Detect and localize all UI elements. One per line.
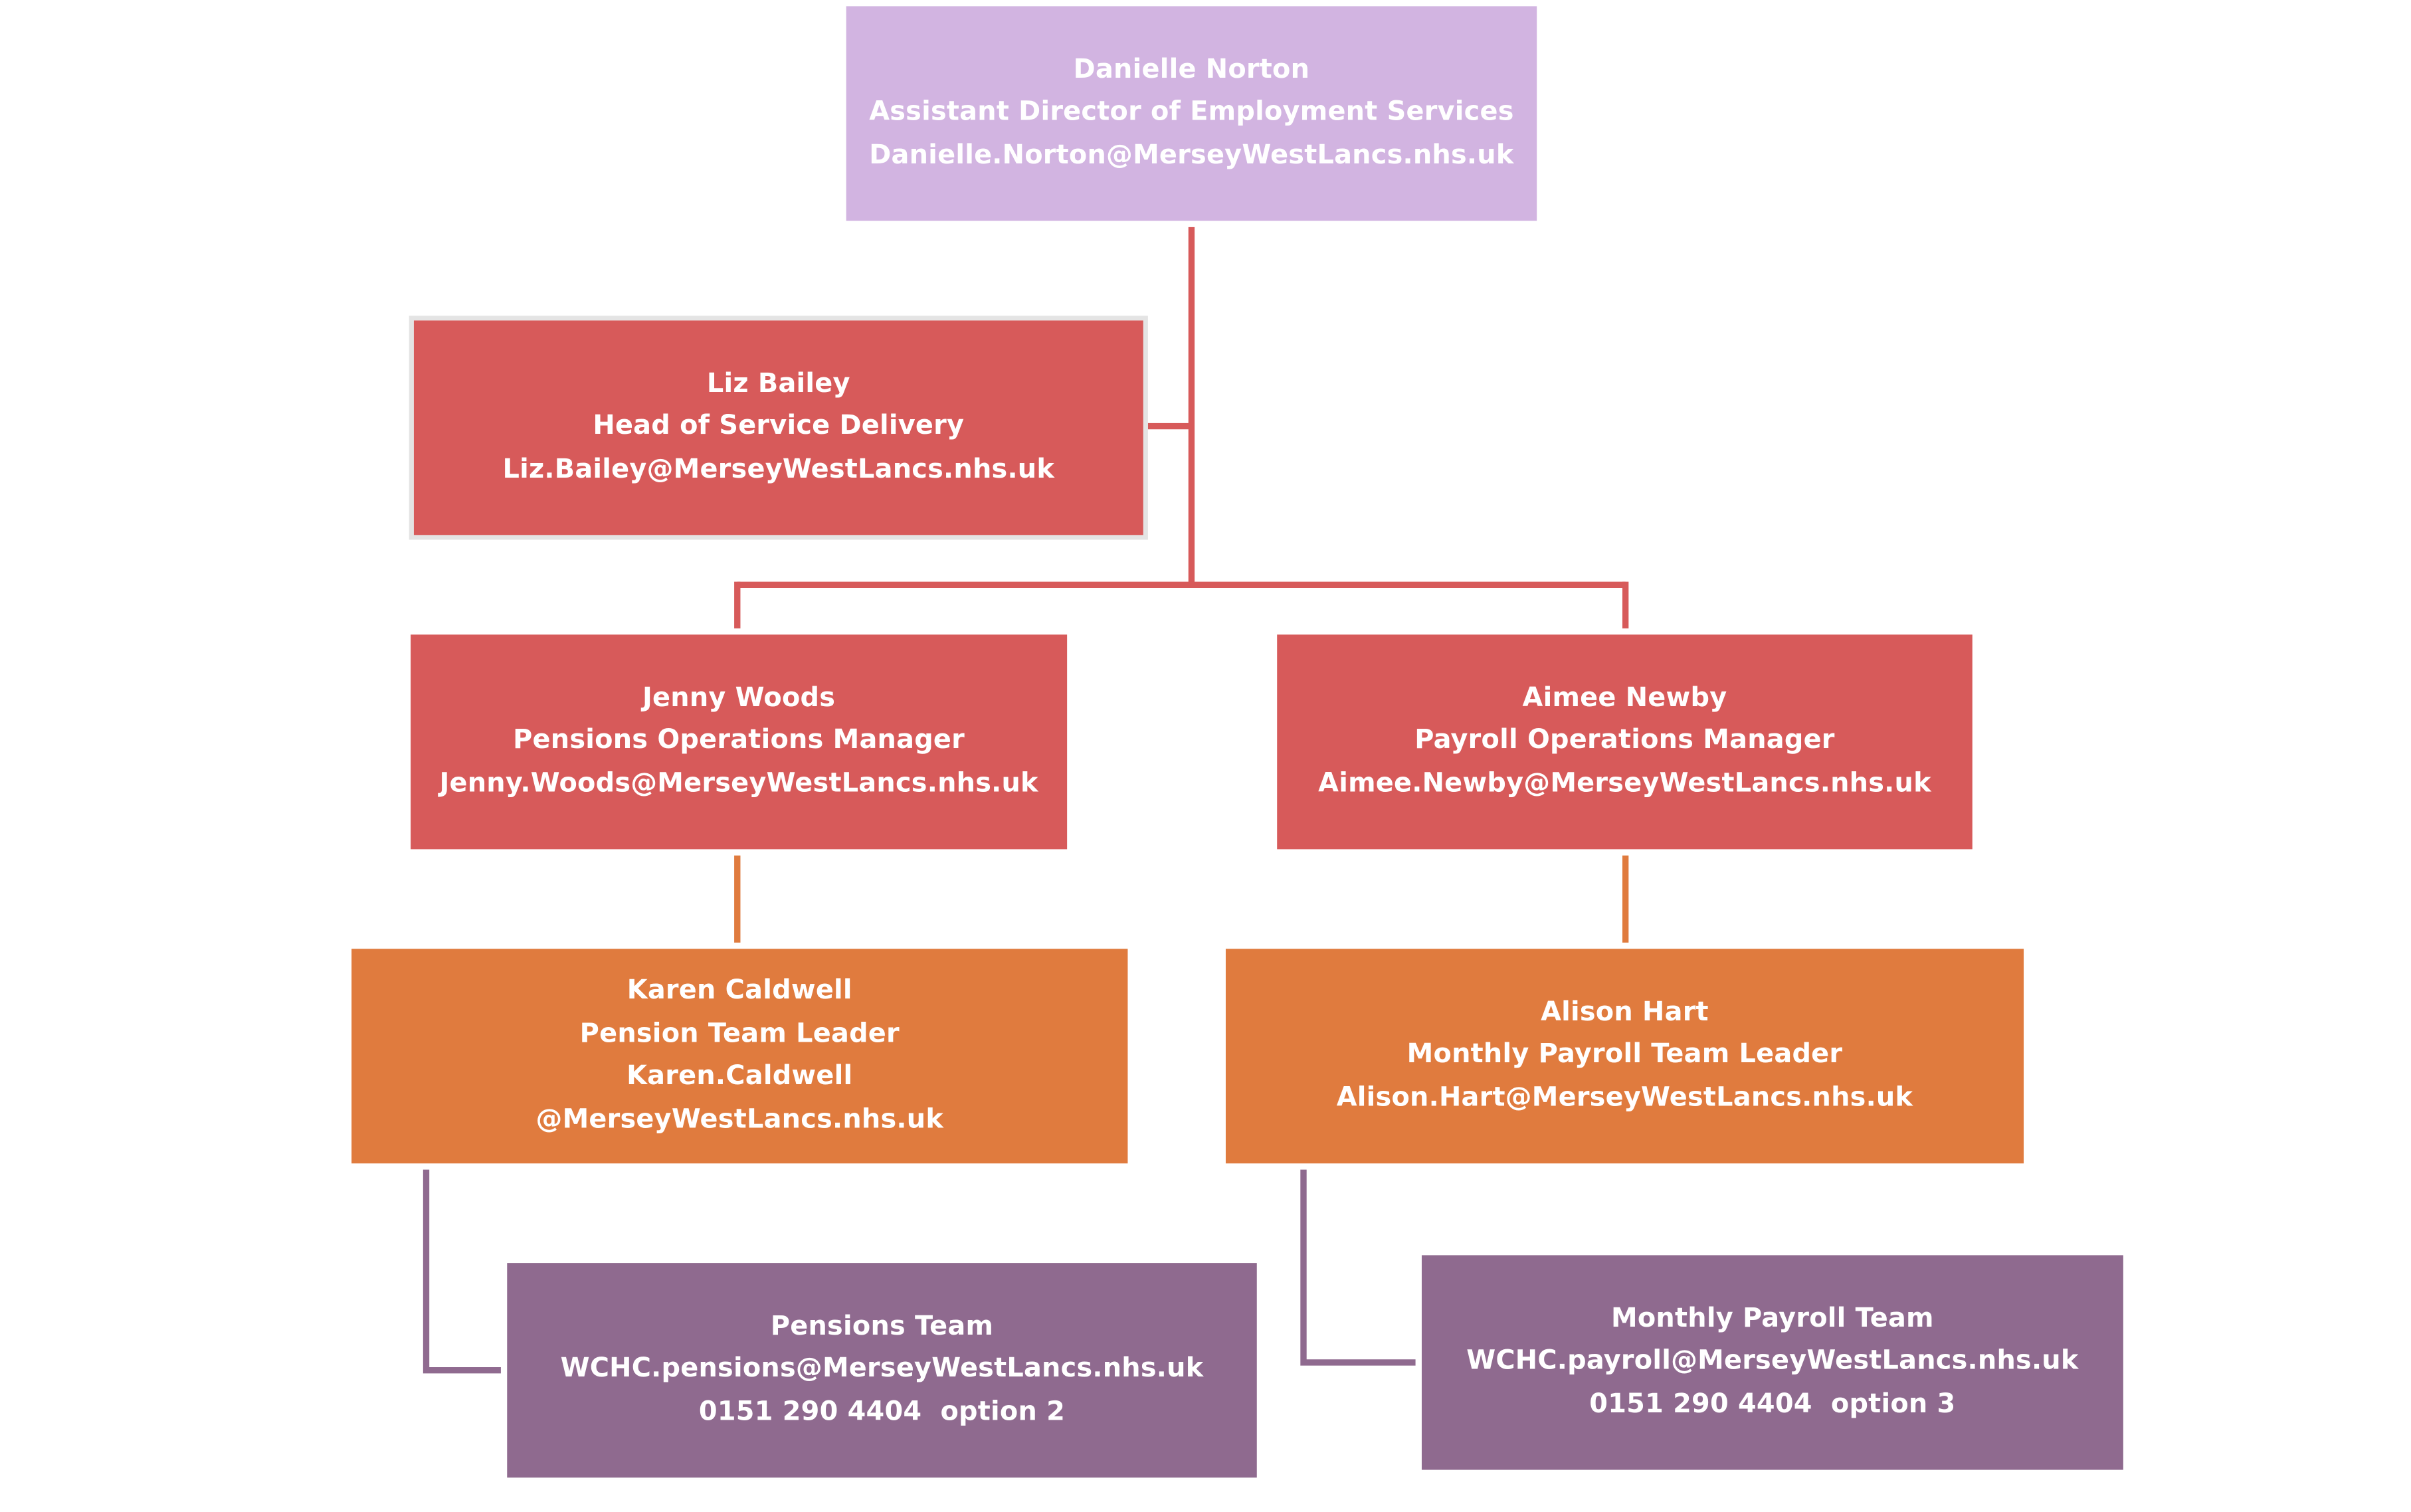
connector-payroll-team [1300, 1169, 1416, 1366]
liz-email: Liz.Bailey@MerseyWestLancs.nhs.uk [502, 454, 1055, 485]
aimee-email: Aimee.Newby@MerseyWestLancs.nhs.uk [1318, 768, 1931, 799]
alison-email: Alison.Hart@MerseyWestLancs.nhs.uk [1336, 1082, 1913, 1113]
karen-role: Pension Team Leader [579, 1018, 900, 1050]
director-email: Danielle.Norton@MerseyWestLancs.nhs.uk [869, 140, 1514, 171]
pensions-team-phone: 0151 290 4404 option 2 [698, 1396, 1066, 1428]
pensions-team-box: Pensions Team WCHC.pensions@MerseyWestLa… [507, 1263, 1257, 1478]
aimee-box: Aimee Newby Payroll Operations Manager A… [1277, 634, 1973, 850]
karen-email-line2: @MerseyWestLancs.nhs.uk [535, 1103, 944, 1135]
director-role: Assistant Director of Employment Service… [869, 96, 1514, 128]
aimee-name: Aimee Newby [1522, 682, 1727, 714]
director-name: Danielle Norton [1073, 54, 1310, 86]
pensions-team-email: WCHC.pensions@MerseyWestLancs.nhs.uk [560, 1353, 1204, 1385]
payroll-team-phone: 0151 290 4404 option 3 [1589, 1388, 1956, 1420]
director-box: Danielle Norton Assistant Director of Em… [846, 6, 1537, 221]
liz-name: Liz Bailey [706, 368, 850, 400]
payroll-team-email: WCHC.payroll@MerseyWestLancs.nhs.uk [1466, 1345, 2079, 1377]
karen-box: Karen Caldwell Pension Team Leader Karen… [351, 949, 1128, 1164]
pensions-team-name: Pensions Team [770, 1311, 994, 1342]
alison-name: Alison Hart [1541, 996, 1709, 1028]
payroll-team-box: Monthly Payroll Team WCHC.payroll@Mersey… [1421, 1255, 2123, 1470]
connector-pensions-team [423, 1169, 501, 1374]
jenny-email: Jenny.Woods@MerseyWestLancs.nhs.uk [439, 768, 1038, 799]
purple-connectors [423, 1169, 1416, 1374]
liz-box: Liz Bailey Head of Service Delivery Liz.… [409, 316, 1148, 540]
jenny-box: Jenny Woods Pensions Operations Manager … [411, 634, 1068, 850]
jenny-name: Jenny Woods [642, 682, 836, 714]
karen-name: Karen Caldwell [627, 975, 852, 1006]
red-connectors [734, 227, 1629, 628]
liz-role: Head of Service Delivery [593, 411, 965, 442]
aimee-role: Payroll Operations Manager [1414, 725, 1835, 757]
alison-box: Alison Hart Monthly Payroll Team Leader … [1225, 949, 2024, 1164]
jenny-role: Pensions Operations Manager [513, 725, 965, 757]
payroll-team-name: Monthly Payroll Team [1611, 1303, 1934, 1335]
alison-role: Monthly Payroll Team Leader [1406, 1039, 1843, 1071]
karen-email-line1: Karen.Caldwell [627, 1060, 853, 1092]
orange-connectors [734, 855, 1629, 943]
